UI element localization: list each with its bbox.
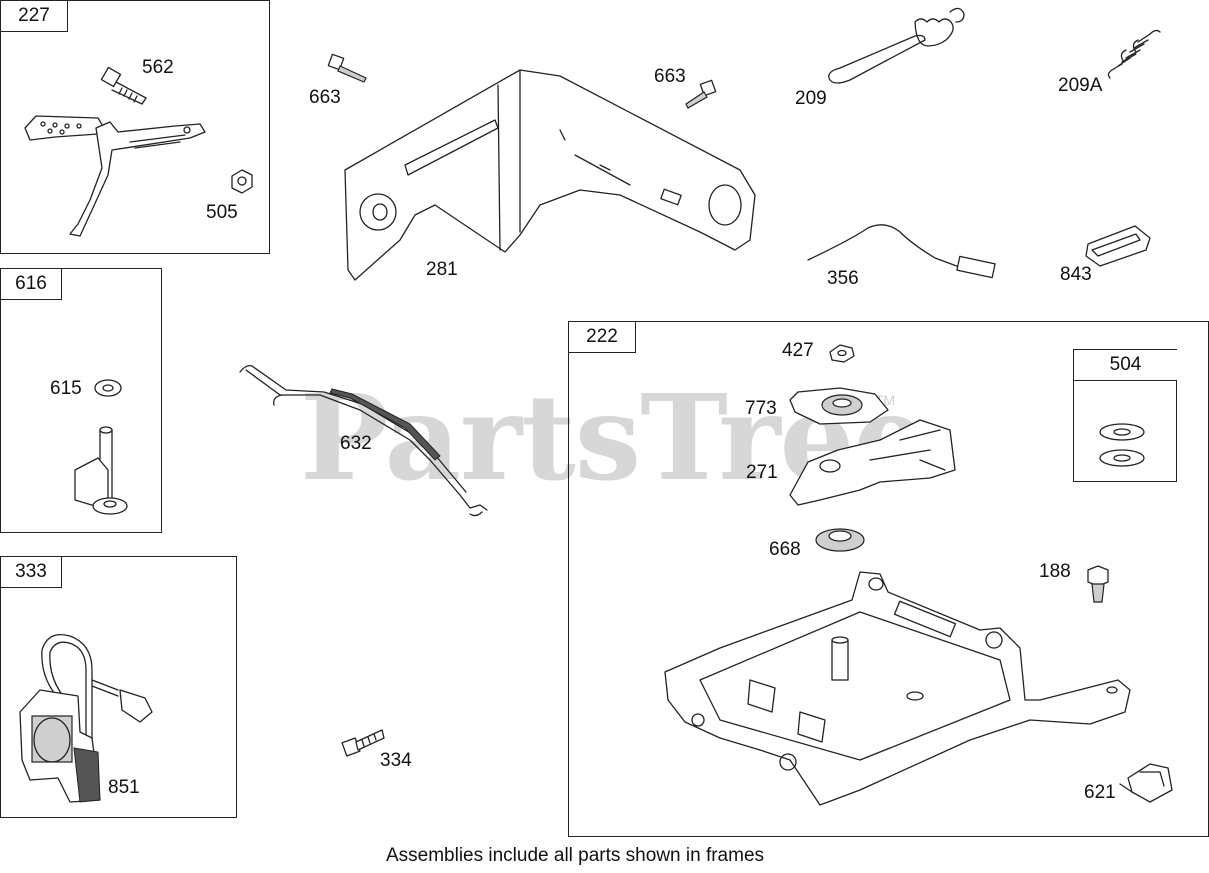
frame-616-tag: 616 xyxy=(1,269,62,300)
frame-227-tag: 227 xyxy=(1,1,68,32)
shaft-616-drawing xyxy=(74,379,128,515)
nut-505-drawing xyxy=(231,169,253,194)
part-label-851: 851 xyxy=(108,777,140,798)
part-label-663-right: 663 xyxy=(654,66,686,87)
bolt-334-drawing xyxy=(341,729,385,757)
part-label-209: 209 xyxy=(795,88,827,109)
armature-333-drawing xyxy=(19,633,153,803)
part-label-663-left: 663 xyxy=(309,87,341,108)
frame-504-tag: 504 xyxy=(1074,350,1177,381)
bolt-188-drawing xyxy=(1087,565,1109,603)
frame-227: 227 xyxy=(0,0,270,254)
plate-773-drawing xyxy=(789,387,889,425)
sleeve-843-drawing xyxy=(1085,225,1151,267)
screw-663a-drawing xyxy=(327,53,367,83)
spring-209-drawing xyxy=(828,7,965,84)
footer-note: Assemblies include all parts shown in fr… xyxy=(385,845,765,866)
part-label-621: 621 xyxy=(1084,782,1116,803)
wire-356-drawing xyxy=(807,224,996,279)
part-label-562: 562 xyxy=(142,57,174,78)
lever-271-drawing xyxy=(789,419,956,506)
link-632-drawing xyxy=(239,364,488,517)
frame-333: 333 xyxy=(0,556,237,818)
frame-222-tag: 222 xyxy=(569,322,636,353)
frame-504: 504 xyxy=(1073,349,1177,482)
frame-616: 616 xyxy=(0,268,162,533)
part-label-356: 356 xyxy=(827,268,859,289)
part-label-427: 427 xyxy=(782,340,814,361)
part-label-632: 632 xyxy=(340,433,372,454)
nut-427-drawing xyxy=(829,344,855,363)
spring-209A-drawing xyxy=(1107,29,1161,79)
part-label-334: 334 xyxy=(380,750,412,771)
part-label-843: 843 xyxy=(1060,264,1092,285)
bracket-281-drawing xyxy=(344,69,756,281)
screw-663b-drawing xyxy=(685,79,717,109)
part-label-281: 281 xyxy=(426,259,458,280)
lever-227-drawing xyxy=(24,115,206,237)
part-label-668: 668 xyxy=(769,539,801,560)
part-label-209A: 209A xyxy=(1058,75,1103,96)
part-label-505: 505 xyxy=(206,202,238,223)
base-plate-222-drawing xyxy=(664,571,1131,806)
part-label-271: 271 xyxy=(746,462,778,483)
washers-504-drawing xyxy=(1099,423,1145,467)
part-label-188: 188 xyxy=(1039,561,1071,582)
part-label-615: 615 xyxy=(50,378,82,399)
frame-333-tag: 333 xyxy=(1,557,62,588)
bolt-562-drawing xyxy=(100,66,147,105)
clip-621-drawing xyxy=(1119,763,1173,803)
washer-668-drawing xyxy=(815,528,865,552)
part-label-773: 773 xyxy=(745,398,777,419)
